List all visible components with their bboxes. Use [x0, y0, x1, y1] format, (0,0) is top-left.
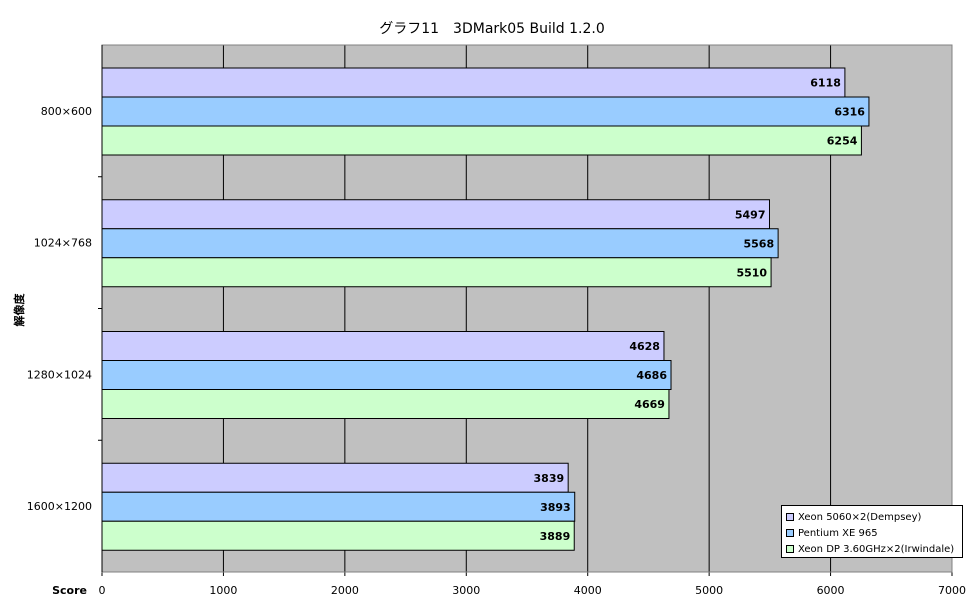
- legend-item: Pentium XE 965: [786, 525, 962, 541]
- data-label: 3889: [540, 530, 571, 543]
- legend-label: Xeon 5060×2(Dempsey): [798, 511, 922, 523]
- data-label: 5497: [735, 208, 766, 221]
- legend-label: Xeon DP 3.60GHz×2(Irwindale): [798, 543, 955, 555]
- plot-area: 0 1000 2000 3000 4000 5000 6000 7000 800×600 6118…: [27, 44, 966, 597]
- x-tick-label: 1000: [209, 584, 237, 597]
- data-label: 5510: [736, 266, 767, 279]
- y-tick-label: 800×600: [41, 105, 92, 118]
- x-tick-label: 7000: [938, 584, 966, 597]
- bar: [101, 462, 569, 493]
- y-tick-label: 1024×768: [34, 237, 92, 250]
- data-label: 3839: [534, 472, 565, 485]
- legend: Xeon 5060×2(Dempsey) Pentium XE 965 Xeon…: [781, 505, 963, 558]
- data-label: 6316: [834, 106, 865, 119]
- bar: [101, 67, 846, 98]
- legend-swatch: [786, 545, 794, 553]
- legend-item: Xeon 5060×2(Dempsey): [786, 509, 962, 525]
- y-axis-label: 解像度: [12, 293, 26, 327]
- legend-label: Pentium XE 965: [798, 527, 878, 539]
- chart-title: グラフ11 3DMark05 Build 1.2.0: [379, 21, 605, 37]
- data-label: 6254: [827, 135, 858, 148]
- bar: [101, 360, 672, 390]
- x-tick-label: 2000: [331, 584, 359, 597]
- bar: [101, 389, 670, 419]
- data-label: 3893: [540, 501, 571, 514]
- x-tick-label: 5000: [695, 584, 723, 597]
- legend-swatch: [786, 529, 794, 537]
- bar: [101, 228, 779, 259]
- legend-swatch: [786, 513, 794, 521]
- bar: [101, 199, 770, 230]
- x-tick-label: 0: [99, 584, 106, 597]
- data-label: 5568: [743, 237, 774, 250]
- bar: [101, 520, 575, 551]
- bar: [101, 331, 665, 361]
- legend-item: Xeon DP 3.60GHz×2(Irwindale): [786, 541, 962, 557]
- bar: [101, 125, 862, 156]
- bar: [101, 491, 576, 522]
- y-tick-label: 1600×1200: [27, 500, 92, 513]
- data-label: 4686: [636, 369, 667, 382]
- x-tick-label: 6000: [817, 584, 845, 597]
- data-label: 4669: [634, 398, 665, 411]
- x-tick-label: 4000: [574, 584, 602, 597]
- data-label: 4628: [629, 340, 660, 353]
- bar: [101, 96, 870, 127]
- y-tick-label: 1280×1024: [27, 368, 92, 381]
- bar: [101, 257, 772, 288]
- x-axis-label: Score: [52, 584, 87, 597]
- data-label: 6118: [810, 77, 841, 90]
- x-tick-label: 3000: [452, 584, 480, 597]
